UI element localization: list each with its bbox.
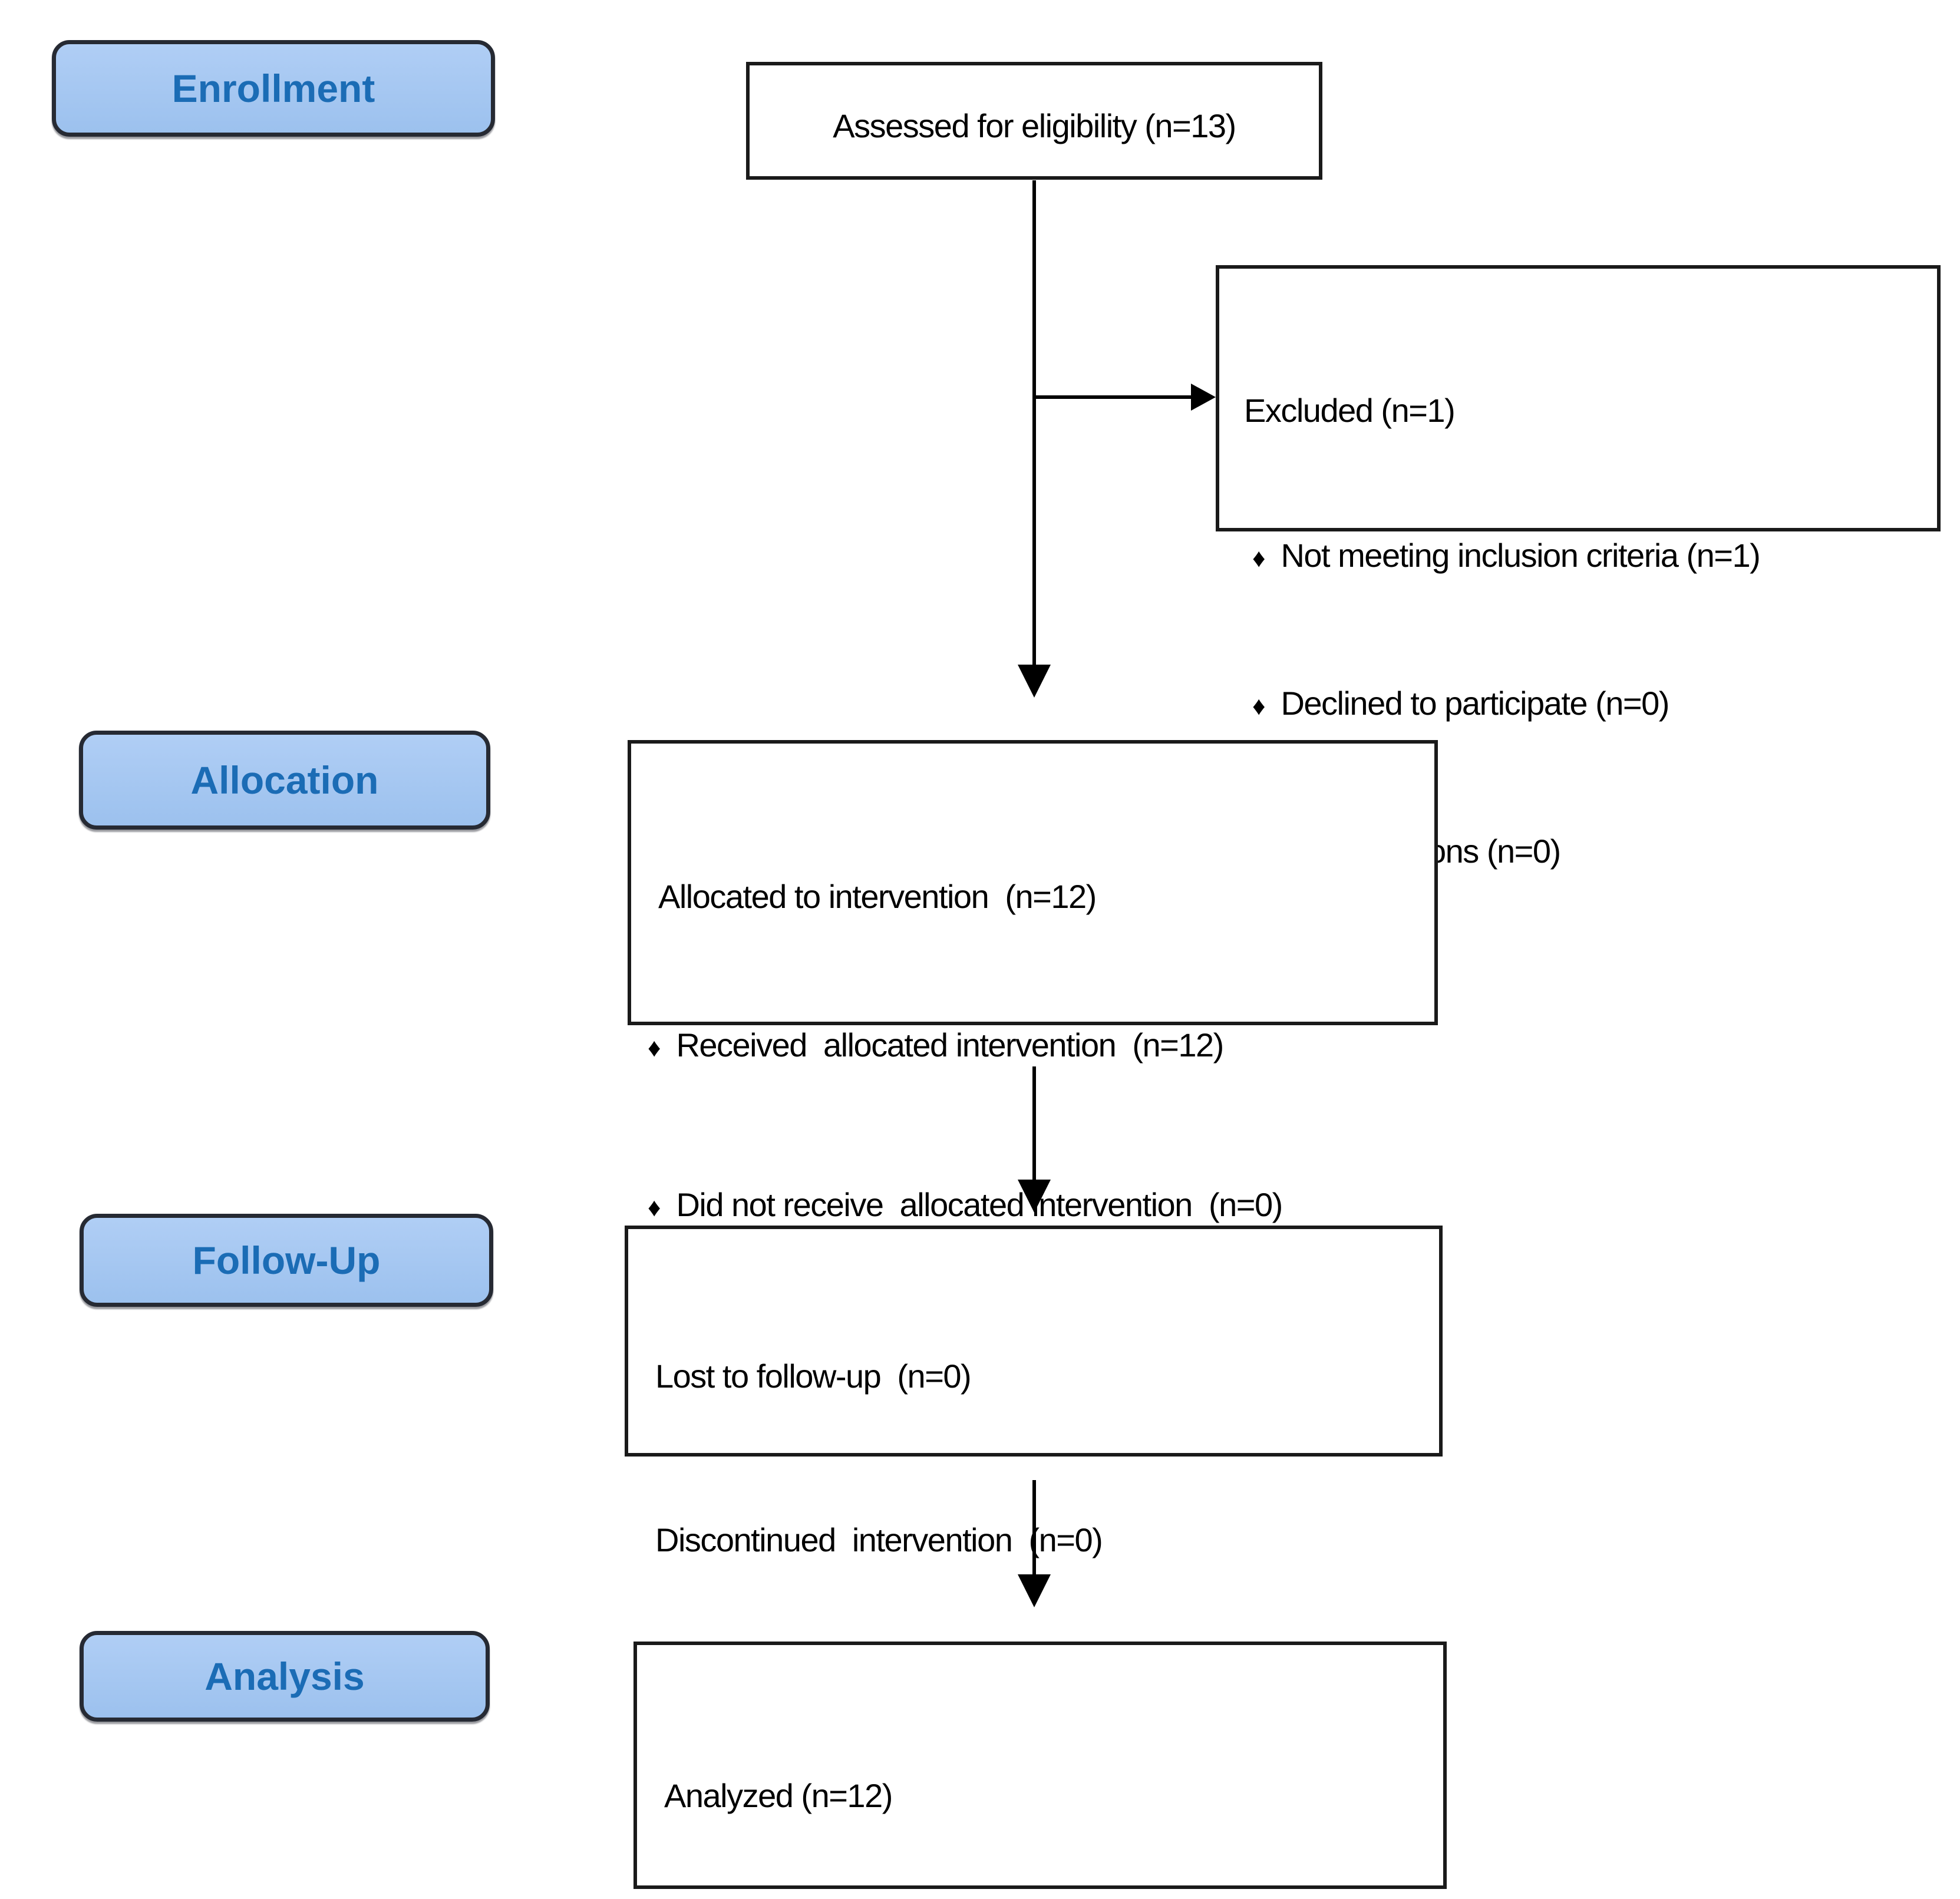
arrow-down-icon <box>1018 1180 1051 1213</box>
stage-badge-analysis: Analysis <box>80 1631 490 1722</box>
stage-label-analysis: Analysis <box>204 1654 365 1698</box>
excluded-box: Excluded (n=1) ♦ Not meeting inclusion c… <box>1216 265 1941 870</box>
arrow-assessed-to-allocated-line <box>1032 180 1036 667</box>
arrow-down-icon <box>1018 1574 1051 1607</box>
allocated-title: Allocated to intervention (n=12) <box>658 878 1097 915</box>
analyzed-box: Analyzed (n=12) ♦ Excluded from analysis… <box>633 1642 1447 1889</box>
excluded-bullet-text: Declined to participate (n=0) <box>1281 685 1669 722</box>
followup-line-discontinued: Discontinued intervention (n=0) <box>655 1521 1103 1558</box>
diamond-bullet-icon: ♦ <box>648 1033 661 1062</box>
diamond-bullet-icon: ♦ <box>1252 692 1266 721</box>
arrow-branch-to-excluded-line <box>1034 395 1192 399</box>
allocated-bullet-row: ♦ Received allocated intervention (n=12) <box>648 1020 1423 1073</box>
followup-box: Lost to follow-up (n=0) Discontinued int… <box>625 1226 1443 1558</box>
diamond-bullet-icon: ♦ <box>1252 544 1266 573</box>
assessed-eligibility-box: Assessed for eligibility (n=13) <box>746 62 1322 180</box>
stage-label-followup: Follow-Up <box>192 1239 381 1282</box>
analyzed-title: Analyzed (n=12) <box>664 1777 893 1814</box>
arrow-followup-to-analyzed-line <box>1032 1480 1036 1577</box>
allocated-bullet-text: Received allocated intervention (n=12) <box>676 1026 1224 1064</box>
excluded-bullet-row: ♦ Not meeting inclusion criteria (n=1) <box>1252 531 1919 583</box>
assessed-eligibility-text: Assessed for eligibility (n=13) <box>833 107 1236 144</box>
allocated-box: Allocated to intervention (n=12) ♦ Recei… <box>628 740 1438 1223</box>
excluded-title: Excluded (n=1) <box>1244 392 1456 429</box>
allocated-bullet-text: Did not receive allocated intervention (… <box>676 1186 1283 1223</box>
arrow-right-icon <box>1191 384 1216 411</box>
diamond-bullet-icon: ♦ <box>648 1193 661 1222</box>
stage-badge-enrollment: Enrollment <box>52 40 495 137</box>
stage-badge-allocation: Allocation <box>79 731 490 830</box>
excluded-bullet-row: ♦ Declined to participate (n=0) <box>1252 679 1919 731</box>
followup-line-lost: Lost to follow-up (n=0) <box>655 1358 972 1395</box>
arrow-allocated-to-followup-line <box>1032 1066 1036 1182</box>
allocated-bullet-row: ♦ Did not receive allocated intervention… <box>648 1180 1423 1233</box>
arrow-down-icon <box>1018 665 1051 698</box>
stage-label-allocation: Allocation <box>190 758 379 802</box>
excluded-bullet-text: Not meeting inclusion criteria (n=1) <box>1281 537 1760 574</box>
stage-badge-followup: Follow-Up <box>80 1214 493 1307</box>
stage-label-enrollment: Enrollment <box>171 67 375 110</box>
